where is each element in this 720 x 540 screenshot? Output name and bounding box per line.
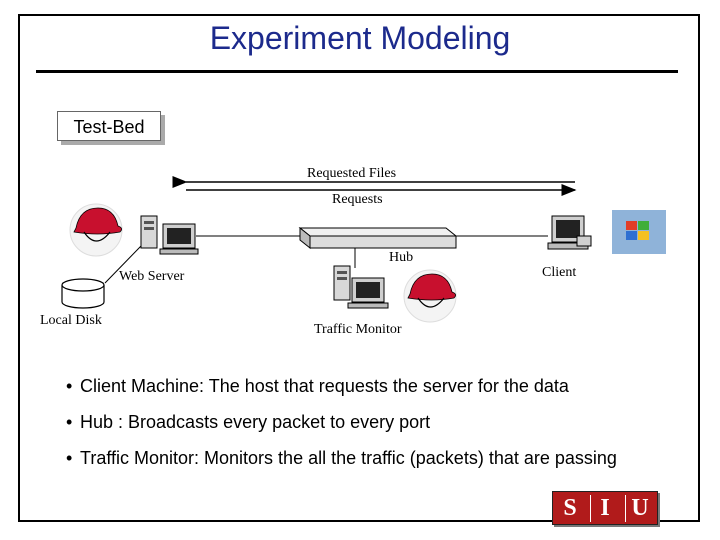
bullet-dot: • [66, 376, 73, 396]
logo-letter-s: S [563, 494, 577, 521]
client-computer-icon [547, 215, 592, 250]
bullet-dot: • [66, 412, 73, 432]
hub-icon [298, 226, 458, 250]
siu-logo: S I U [552, 491, 658, 525]
slide-frame [18, 14, 700, 522]
logo-letter-i: I [590, 494, 619, 522]
web-server-label: Web Server [119, 269, 185, 284]
bullet-dot: • [66, 448, 73, 468]
logo-letter-u: U [625, 494, 654, 522]
bullet-traffic-monitor: •Traffic Monitor: Monitors the all the t… [66, 448, 617, 468]
hub-label: Hub [389, 250, 414, 265]
web-server-computer-icon [140, 215, 199, 255]
client-label: Client [542, 265, 577, 280]
web-server-redhat-icon [69, 203, 123, 257]
disk-server-link [104, 245, 142, 284]
local-disk-icon [61, 278, 105, 309]
bullet-client-machine: •Client Machine: The host that requests … [66, 376, 569, 396]
bullet-list: •Client Machine: The host that requests … [66, 376, 706, 484]
requests-label: Requests [332, 192, 383, 207]
bullet-hub: •Hub : Broadcasts every packet to every … [66, 412, 431, 432]
traffic-monitor-label: Traffic Monitor [314, 322, 402, 337]
windows-logo-icon [612, 210, 666, 254]
requested-files-label: Requested Files [307, 166, 397, 181]
testbed-label: Test-Bed [57, 111, 161, 141]
local-disk-label: Local Disk [40, 313, 102, 328]
slide-title: Experiment Modeling [209, 20, 511, 56]
traffic-monitor-redhat-icon [403, 269, 457, 323]
title-rule [36, 70, 678, 73]
traffic-monitor-computer-icon [333, 265, 389, 309]
